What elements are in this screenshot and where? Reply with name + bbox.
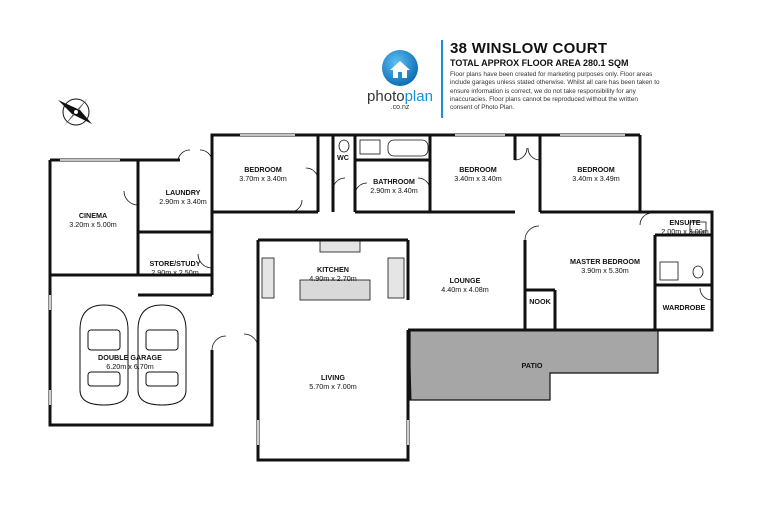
logo-domain: .co.nz	[390, 104, 410, 111]
room-dims-kitchen: 4.90m x 2.70m	[309, 274, 357, 283]
room-dims-bathroom: 2.90m x 3.40m	[370, 186, 418, 195]
house-icon	[382, 50, 418, 86]
room-dims-laundry: 2.90m x 3.40m	[159, 197, 207, 206]
compass-icon	[58, 98, 92, 126]
room-name-bedroom-2: BEDROOM	[459, 165, 497, 174]
room-dims-bedroom-1: 3.70m x 3.40m	[239, 174, 287, 183]
room-dims-living: 5.70m x 7.00m	[309, 382, 357, 391]
photoplan-logo	[362, 48, 438, 118]
kitchen-bench	[319, 239, 361, 253]
page-title: 38 WINSLOW COURT	[450, 40, 608, 57]
fixtures	[338, 139, 707, 281]
windows	[49, 134, 625, 445]
room-name-wardrobe: WARDROBE	[663, 303, 706, 312]
room-dims-bedroom-3: 3.40m x 3.49m	[572, 174, 620, 183]
room-name-ensuite: ENSUITE	[669, 218, 700, 227]
room-dims-ensuite: 2.00m x 3.00m	[661, 227, 709, 236]
room-name-master-bedroom: MASTER BEDROOM	[570, 257, 640, 266]
room-name-kitchen: KITCHEN	[317, 265, 349, 274]
header-divider	[441, 40, 443, 118]
room-dims-lounge: 4.40m x 4.08m	[441, 285, 489, 294]
room-labels: CINEMA 3.20m x 5.00m LAUNDRY 2.90m x 3.4…	[69, 153, 709, 391]
room-name-lounge: LOUNGE	[450, 276, 481, 285]
room-name-bathroom: BATHROOM	[373, 177, 415, 186]
room-name-cinema: CINEMA	[79, 211, 107, 220]
room-name-living: LIVING	[321, 373, 345, 382]
room-name-bedroom-3: BEDROOM	[577, 165, 615, 174]
room-name-nook: NOOK	[529, 297, 551, 306]
logo-brand: photoplan	[362, 88, 438, 105]
garage-cars	[79, 304, 187, 406]
room-dims-double-garage: 6.20m x 6.70m	[106, 362, 154, 371]
kitchen-pantry	[261, 257, 275, 299]
logo-brand-part1: photo	[367, 88, 405, 105]
room-dims-store-study: 2.90m x 2.50m	[151, 268, 199, 277]
kitchen-side-bench	[387, 257, 405, 299]
room-name-wc: WC	[337, 153, 349, 162]
room-name-bedroom-1: BEDROOM	[244, 165, 282, 174]
logo-brand-part2: plan	[404, 88, 433, 105]
walls	[48, 133, 714, 462]
room-name-double-garage: DOUBLE GARAGE	[98, 353, 162, 362]
room-dims-bedroom-2: 3.40m x 3.40m	[454, 174, 502, 183]
room-name-patio: PATIO	[522, 361, 543, 370]
room-dims-master-bedroom: 3.90m x 5.30m	[581, 266, 629, 275]
room-dims-cinema: 3.20m x 5.00m	[69, 220, 117, 229]
disclaimer: Floor plans have been created for market…	[450, 71, 660, 112]
kitchen-island	[299, 279, 371, 301]
room-name-store-study: STORE/STUDY	[150, 259, 201, 268]
room-name-laundry: LAUNDRY	[166, 188, 201, 197]
floor-area: TOTAL APPROX FLOOR AREA 280.1 SQM	[450, 58, 629, 68]
doors	[123, 147, 713, 351]
